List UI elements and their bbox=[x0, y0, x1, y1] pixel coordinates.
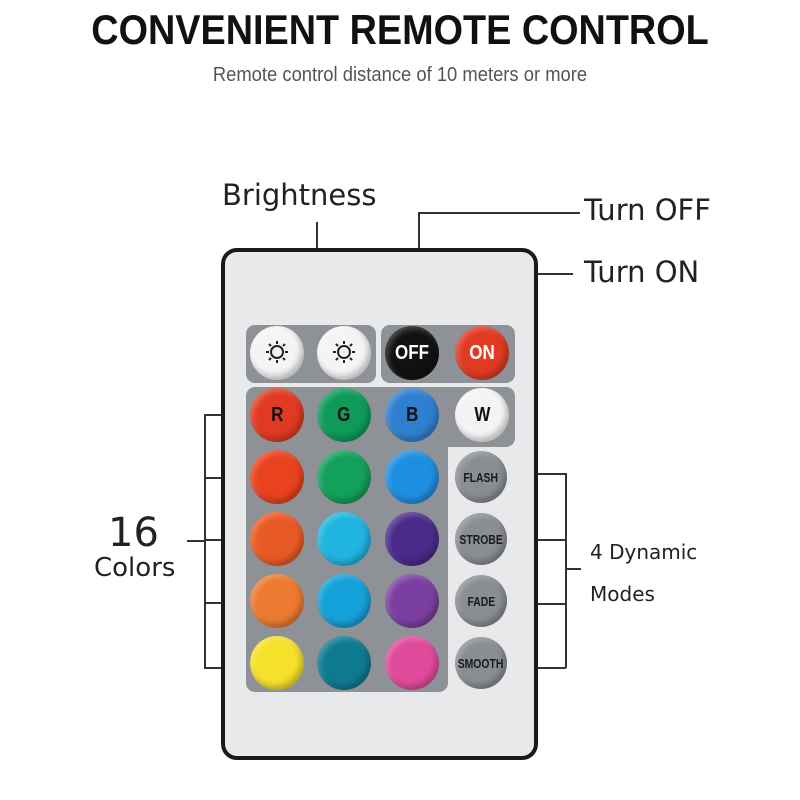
on-button-label: ON bbox=[469, 341, 495, 364]
brightness-label: Brightness bbox=[222, 178, 377, 212]
bracket-line bbox=[514, 667, 566, 669]
bracket-line bbox=[565, 568, 581, 570]
color-button[interactable] bbox=[250, 450, 304, 504]
color-button[interactable] bbox=[250, 512, 304, 566]
mode-button-flash[interactable]: FLASH bbox=[455, 451, 507, 503]
mode-button-strobe[interactable]: STROBE bbox=[455, 513, 507, 565]
bracket-line bbox=[514, 539, 566, 541]
page-subtitle: Remote control distance of 10 meters or … bbox=[212, 64, 588, 86]
color-button[interactable] bbox=[317, 636, 371, 690]
off-button-label: OFF bbox=[395, 341, 429, 364]
white-button[interactable]: W bbox=[455, 388, 509, 442]
mode-button-fade-label: FADE bbox=[467, 593, 495, 609]
mode-button-flash-label: FLASH bbox=[463, 469, 499, 485]
color-button[interactable] bbox=[317, 450, 371, 504]
bracket-line bbox=[187, 540, 205, 542]
colors-count: 16 bbox=[108, 510, 159, 556]
color-button[interactable] bbox=[385, 636, 439, 690]
off-button[interactable]: OFF bbox=[385, 326, 439, 380]
brightness-up-icon bbox=[262, 336, 292, 371]
green-button[interactable]: G bbox=[317, 388, 371, 442]
color-button[interactable] bbox=[250, 636, 304, 690]
color-button[interactable] bbox=[385, 450, 439, 504]
turn-off-label: Turn OFF bbox=[584, 193, 711, 227]
mode-button-fade[interactable]: FADE bbox=[455, 575, 507, 627]
color-button[interactable] bbox=[385, 512, 439, 566]
color-button[interactable] bbox=[385, 574, 439, 628]
color-button[interactable] bbox=[317, 512, 371, 566]
brightness-down-button[interactable] bbox=[317, 326, 371, 380]
bracket-line bbox=[514, 473, 566, 475]
mode-button-smooth[interactable]: SMOOTH bbox=[455, 637, 507, 689]
bracket-line bbox=[565, 473, 567, 668]
mode-button-smooth-label: SMOOTH bbox=[458, 655, 504, 671]
blue-button[interactable]: B bbox=[385, 388, 439, 442]
brightness-down-icon bbox=[329, 336, 359, 371]
modes-label-1: 4 Dynamic bbox=[590, 540, 698, 564]
colors-label: Colors bbox=[94, 553, 176, 583]
bracket-line bbox=[514, 603, 566, 605]
page-title: CONVENIENT REMOTE CONTROL bbox=[91, 6, 709, 53]
mode-button-strobe-label: STROBE bbox=[459, 531, 503, 547]
brightness-up-button[interactable] bbox=[250, 326, 304, 380]
blue-button-label: B bbox=[405, 403, 419, 426]
white-button-label: W bbox=[473, 403, 491, 426]
turn-on-label: Turn ON bbox=[584, 255, 700, 289]
red-button-label: R bbox=[270, 403, 284, 426]
modes-label-2: Modes bbox=[590, 582, 655, 606]
color-button[interactable] bbox=[250, 574, 304, 628]
color-button[interactable] bbox=[317, 574, 371, 628]
green-button-label: G bbox=[337, 403, 351, 426]
red-button[interactable]: R bbox=[250, 388, 304, 442]
leader-line bbox=[418, 212, 580, 214]
on-button[interactable]: ON bbox=[455, 326, 509, 380]
